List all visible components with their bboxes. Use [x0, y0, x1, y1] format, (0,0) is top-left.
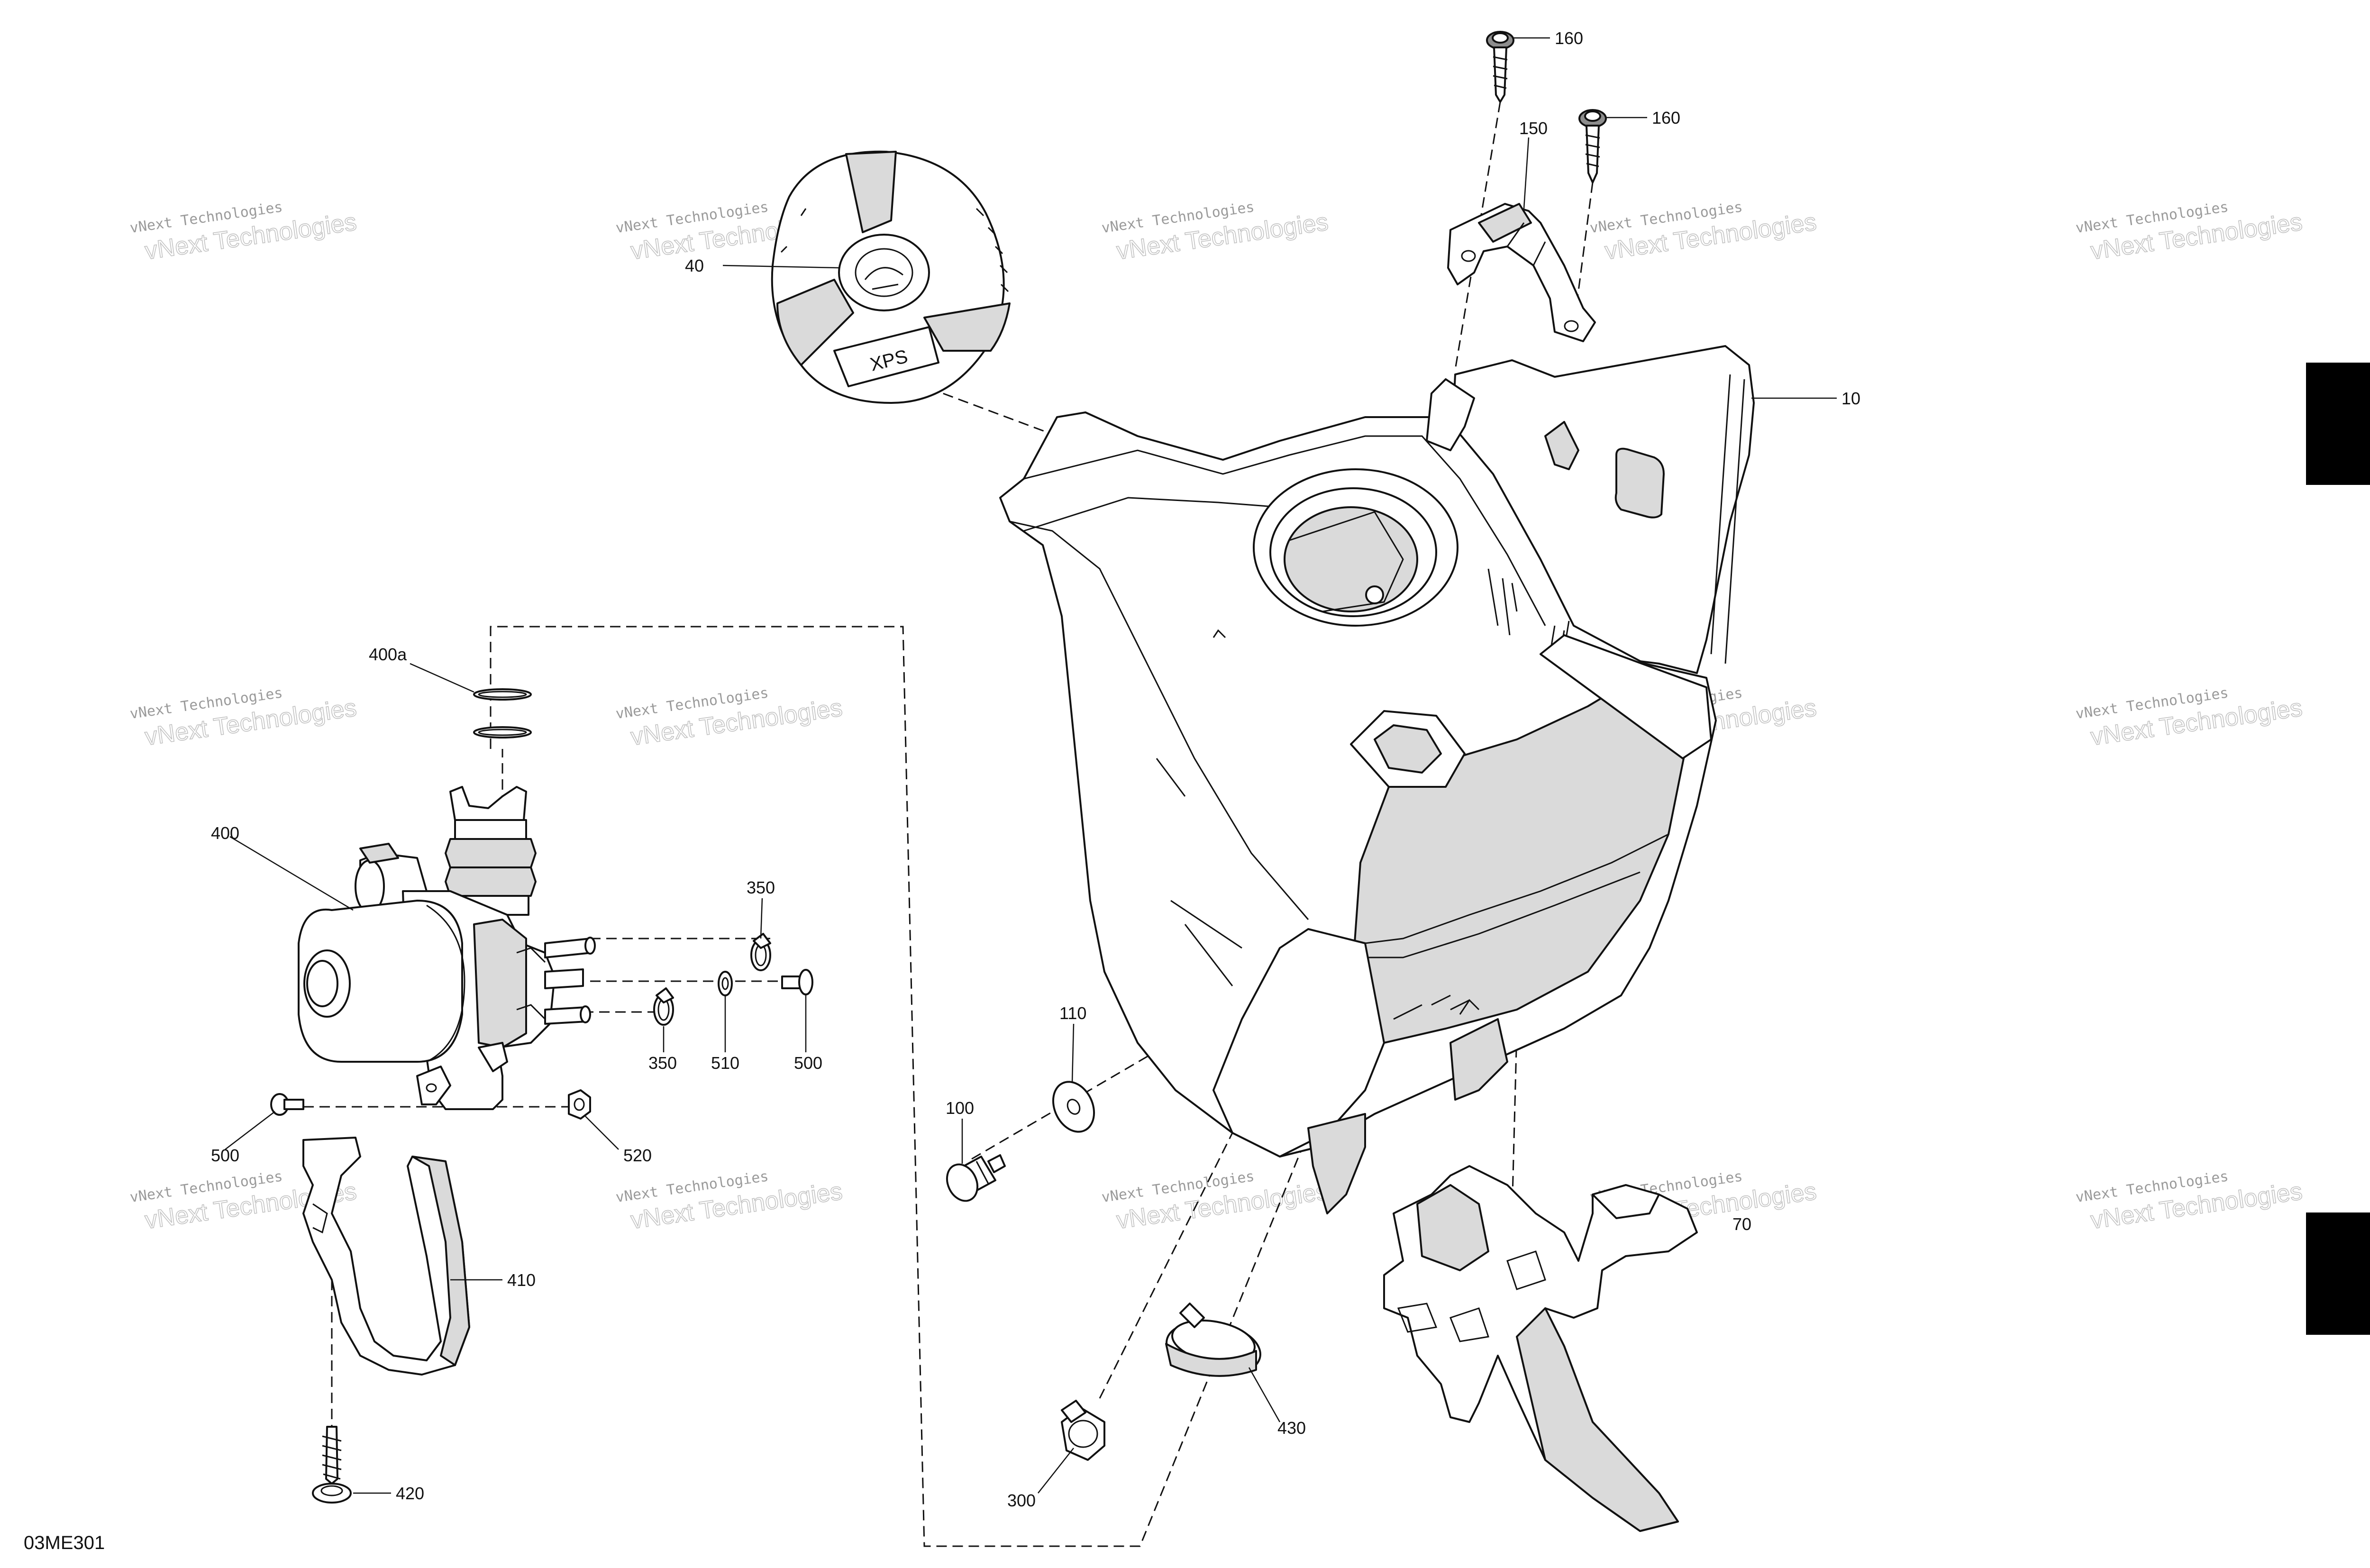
callout-300: 300 [1007, 1491, 1036, 1510]
fuel-pump-400 [298, 786, 596, 1110]
screw-500-right [781, 969, 813, 995]
callout-40: 40 [685, 256, 704, 275]
section-tab-lower [2306, 1212, 2370, 1335]
callout-420: 420 [396, 1484, 424, 1503]
leader-lines [225, 37, 1837, 1494]
callout-510: 510 [711, 1053, 739, 1073]
o-rings-400a [473, 688, 532, 738]
callout-160-upper: 160 [1555, 28, 1583, 48]
callout-350-upper: 350 [747, 878, 775, 897]
hose-clamp-430 [1165, 1303, 1261, 1377]
callout-520: 520 [623, 1146, 652, 1165]
callout-430: 430 [1277, 1418, 1306, 1438]
nut-520 [568, 1089, 591, 1120]
callout-350-lower: 350 [648, 1053, 677, 1073]
callout-400a: 400a [369, 645, 407, 664]
callout-100: 100 [946, 1098, 974, 1118]
fuel-tank-10 [999, 345, 1755, 1214]
callout-400: 400 [211, 823, 239, 843]
strap-410 [302, 1137, 470, 1376]
screw-420 [312, 1426, 352, 1504]
screw-500-left [270, 1093, 304, 1116]
section-tab-upper [2306, 363, 2370, 485]
callout-labels: 160 160 150 40 10 400a 400 350 350 510 5… [211, 28, 1860, 1510]
screw-160-lower [1578, 109, 1607, 183]
washer-510 [718, 971, 733, 996]
callout-500-left: 500 [211, 1146, 239, 1165]
clamp-350-lower [653, 987, 674, 1026]
clamp-350-upper [750, 933, 771, 971]
callout-160-lower: 160 [1652, 108, 1680, 128]
screw-160-upper [1486, 31, 1514, 103]
bolt-100 [946, 1154, 1006, 1202]
drawing-code: 03ME301 [24, 1532, 105, 1553]
callout-500-right: 500 [794, 1053, 822, 1073]
callout-410: 410 [507, 1270, 536, 1290]
callout-10: 10 [1841, 389, 1860, 408]
support-bracket-70 [1383, 1165, 1698, 1532]
bracket-150 [1447, 203, 1596, 342]
clip-300 [1061, 1400, 1105, 1461]
callout-110: 110 [1059, 1003, 1086, 1023]
callout-150: 150 [1519, 119, 1548, 138]
callout-70: 70 [1732, 1214, 1751, 1234]
filler-cap-40: XPS [771, 150, 1011, 404]
washer-110 [1052, 1081, 1095, 1133]
